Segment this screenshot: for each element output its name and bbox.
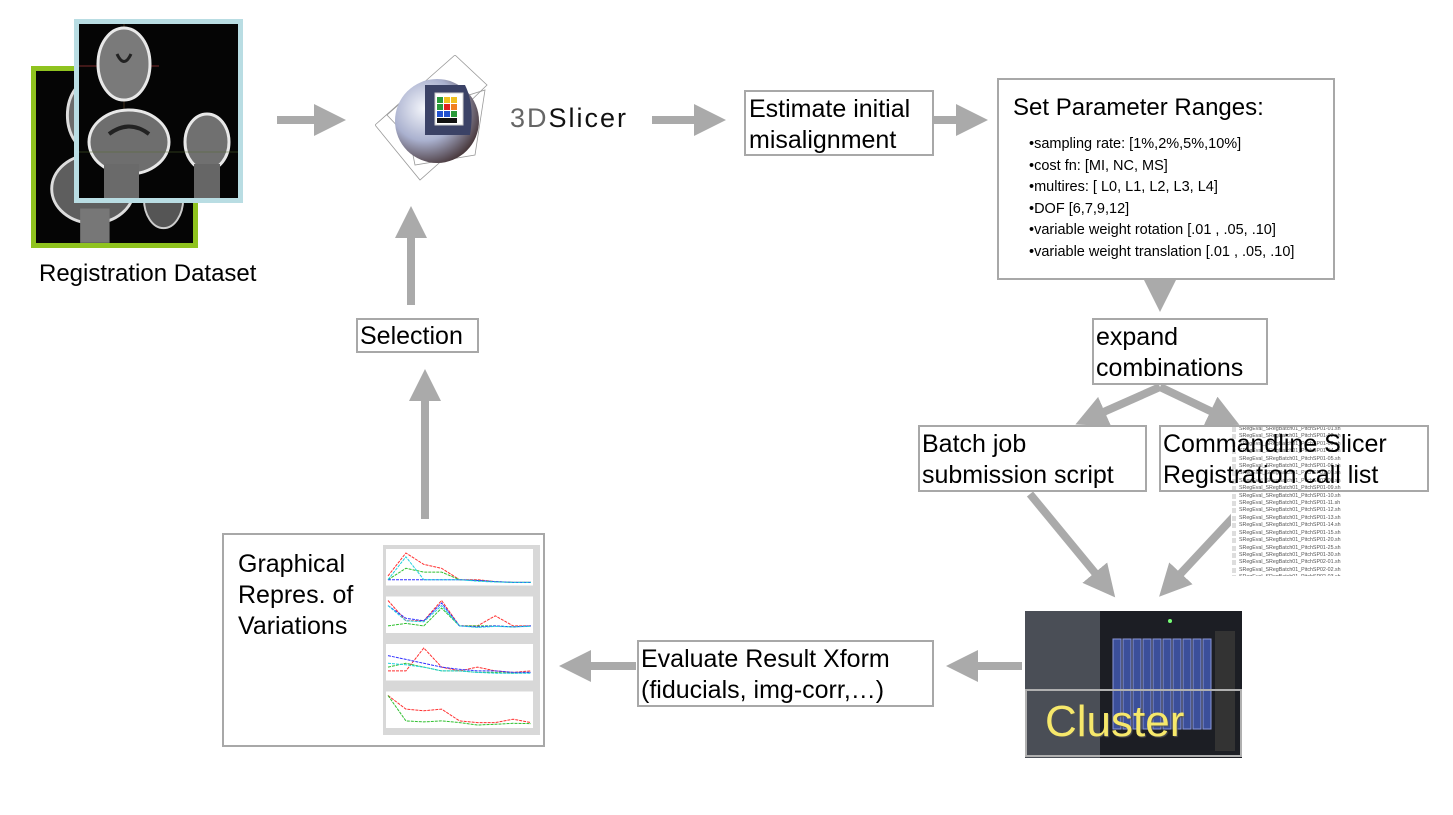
file-list-item: SRegEval_SRegBatch01_PitchSP01-15.sh	[1231, 530, 1346, 537]
expand-line2: combinations	[1096, 354, 1244, 382]
node-commandline-call-list[interactable]: Commandline Slicer Registration call lis…	[1159, 425, 1429, 492]
cluster-label-frame	[1025, 689, 1242, 757]
batch-line2: submission script	[922, 461, 1114, 489]
expand-line1: expand	[1096, 323, 1179, 351]
file-list-item: SRegEval_SRegBatch01_PitchSP01-12.sh	[1231, 507, 1346, 514]
file-list-item: SRegEval_SRegBatch01_PitchSP01-02.sh	[1231, 433, 1346, 440]
logo-prefix: 3D	[510, 103, 549, 133]
graphical-title: Graphical Repres. of Variations	[238, 549, 353, 642]
arrow-expand-to-batch	[1075, 383, 1162, 427]
evaluate-line1: Evaluate Result Xform	[641, 645, 890, 673]
file-list-item: SRegEval_SRegBatch01_PitchSP01-13.sh	[1231, 515, 1346, 522]
file-list-item: SRegEval_SRegBatch01_PitchSP01-10.sh	[1231, 493, 1346, 500]
parameter-item: sampling rate: [1%,2%,5%,10%]	[1029, 134, 1319, 156]
selection-label: Selection	[360, 322, 463, 350]
file-list-item: SRegEval_SRegBatch01_PitchSP01-06.sh	[1231, 463, 1346, 470]
node-batch-job-script[interactable]: Batch job submission script	[918, 425, 1147, 492]
parameter-item: cost fn: [MI, NC, MS]	[1029, 156, 1319, 178]
mini-chart-series-line	[387, 555, 531, 583]
mri-image-front	[74, 19, 243, 203]
file-list-item: SRegEval_SRegBatch01_PitchSP01-11.sh	[1231, 500, 1346, 507]
server-rack-photo	[1025, 611, 1242, 758]
parameter-item: multires: [ L0, L1, L2, L3, L4]	[1029, 177, 1319, 199]
file-list-item: SRegEval_SRegBatch01_PitchSP01-03.sh	[1231, 441, 1346, 448]
graphical-line2: Repres. of	[238, 581, 354, 609]
file-list-item: SRegEval_SRegBatch01_PitchSP01-14.sh	[1231, 522, 1346, 529]
file-list-item: SRegEval_SRegBatch01_PitchSP01-20.sh	[1231, 537, 1346, 544]
mini-chart	[383, 687, 540, 735]
mini-chart-series-line	[387, 695, 532, 724]
node-selection[interactable]: Selection	[356, 318, 479, 353]
file-list-item: SRegEval_SRegBatch01_PitchSP02-01.sh	[1231, 559, 1346, 566]
parameter-ranges-title: Set Parameter Ranges:	[1013, 94, 1264, 121]
logo-suffix: Slicer	[548, 103, 629, 133]
graphical-line3: Variations	[238, 612, 348, 640]
batch-line1: Batch job	[922, 430, 1027, 458]
arrow-expand-to-commandline	[1158, 383, 1240, 426]
mini-chart-plot-area	[386, 596, 533, 633]
file-list-item: SRegEval_SRegBatch01_PitchSP01-08.sh	[1231, 478, 1346, 485]
node-expand-combinations[interactable]: expand combinations	[1092, 318, 1268, 385]
file-list-item: SRegEval_SRegBatch01_PitchSP01-07.sh	[1231, 470, 1346, 477]
mini-chart-series-line	[387, 662, 531, 674]
mini-chart	[383, 592, 540, 640]
slicer-logo-icon[interactable]	[374, 54, 500, 185]
mini-chart-series-line	[387, 604, 532, 628]
file-list-item: SRegEval_SRegBatch01_PitchSP01-09.sh	[1231, 485, 1346, 492]
file-list-item: SRegEval_SRegBatch01_PitchSP01-04.sh	[1231, 448, 1346, 455]
mini-chart-plot-area	[386, 691, 533, 728]
node-evaluate-result[interactable]: Evaluate Result Xform (fiducials, img-co…	[637, 640, 934, 707]
file-list-item: SRegEval_SRegBatch01_PitchSP02-02.sh	[1231, 567, 1346, 574]
mini-chart-series-line	[387, 655, 531, 673]
file-list-item: SRegEval_SRegBatch01_PitchSP01-25.sh	[1231, 545, 1346, 552]
estimate-line2: misalignment	[749, 126, 897, 154]
commandline-line1: Commandline Slicer	[1163, 430, 1387, 458]
commandline-line2: Registration call list	[1163, 461, 1379, 489]
cluster-label: Cluster	[1045, 697, 1185, 746]
mini-chart	[383, 640, 540, 688]
file-list-item: SRegEval_SRegBatch01_PitchSP02-03.sh	[1231, 574, 1346, 576]
arrow-batch-to-cluster	[1026, 491, 1116, 598]
node-cluster[interactable]: Cluster	[1025, 611, 1242, 758]
parameter-item: DOF [6,7,9,12]	[1029, 199, 1319, 221]
parameter-list: sampling rate: [1%,2%,5%,10%] cost fn: […	[1013, 134, 1319, 263]
node-parameter-ranges[interactable]: Set Parameter Ranges: sampling rate: [1%…	[997, 78, 1335, 280]
graphical-line1: Graphical	[238, 550, 345, 578]
parameter-item: variable weight translation [.01 , .05, …	[1029, 242, 1319, 264]
parameter-item: variable weight rotation [.01 , .05, .10…	[1029, 220, 1319, 242]
estimate-line1: Estimate initial	[749, 95, 911, 123]
mini-chart-series-line	[387, 695, 532, 726]
dataset-label: Registration Dataset	[39, 260, 257, 287]
mini-chart-plot-area	[386, 644, 533, 681]
file-list-item: SRegEval_SRegBatch01_PitchSP01-01.sh	[1231, 426, 1346, 433]
variation-plots	[383, 545, 540, 735]
node-estimate-misalignment[interactable]: Estimate initial misalignment	[744, 90, 934, 156]
file-list-item: SRegEval_SRegBatch01_PitchSP01-30.sh	[1231, 552, 1346, 559]
slicer-logo-text: 3DSlicer	[510, 103, 628, 134]
file-list-item: SRegEval_SRegBatch01_PitchSP01-05.sh	[1231, 456, 1346, 463]
evaluate-line2: (fiducials, img-corr,…)	[641, 676, 885, 704]
mini-chart	[383, 545, 540, 593]
